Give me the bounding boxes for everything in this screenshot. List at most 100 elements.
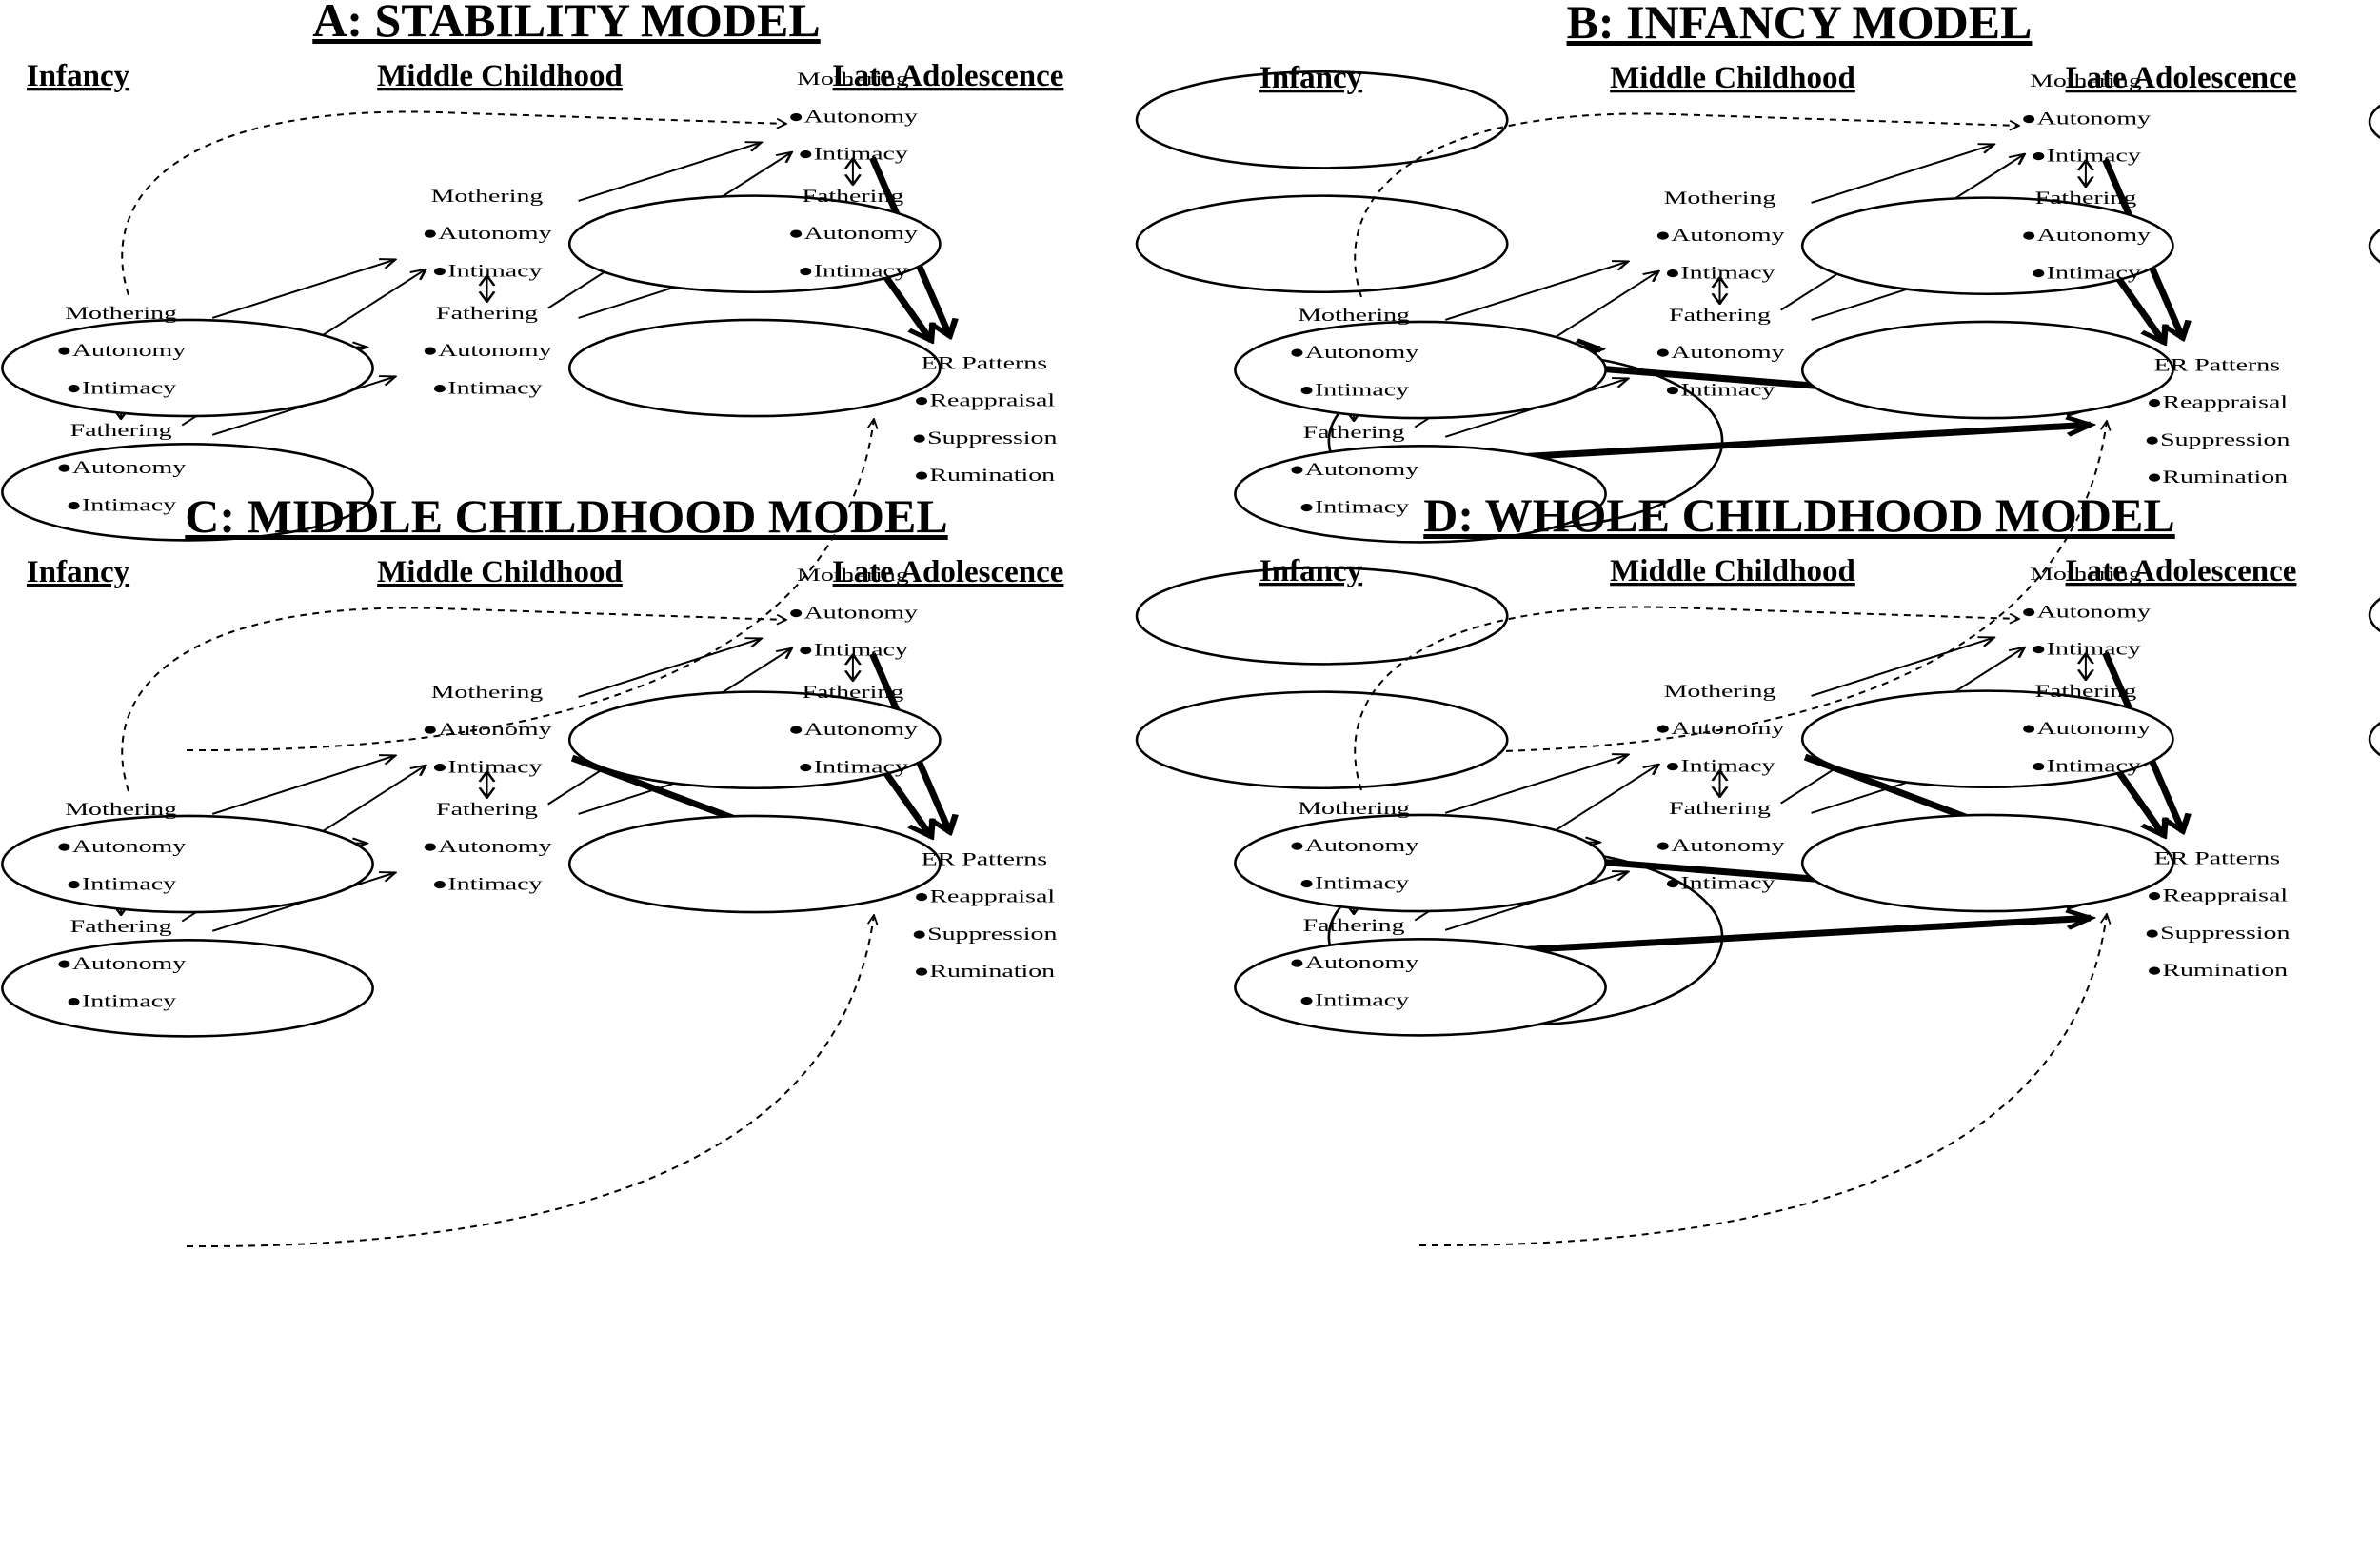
node-label: ●Autonomy	[788, 224, 918, 244]
dashed-path-mothering-stability	[121, 110, 786, 296]
panel-title: D: WHOLE CHILDHOOD MODEL	[1423, 488, 2174, 542]
dashed-path-fathering-stability	[1418, 421, 2107, 754]
node-label: ●Autonomy	[422, 720, 551, 740]
node-ellipse	[2, 320, 372, 416]
node-label: Fathering	[436, 800, 538, 820]
node-label: Mothering	[65, 800, 177, 820]
node-label: ●Rumination	[2147, 961, 2289, 981]
node-mid_mothering: Mothering●Autonomy●Intimacy	[422, 683, 940, 788]
path-inf_mothering-mid_mothering	[1445, 261, 1628, 319]
node-label: ●Autonomy	[1655, 226, 1784, 246]
dashed-path-mothering-stability	[121, 607, 786, 792]
node-label: ●Autonomy	[1289, 460, 1418, 480]
node-ellipse	[1802, 815, 2172, 911]
node-ellipse	[1137, 196, 1507, 292]
node-late_mothering: Mothering●Autonomy●Intimacy	[788, 566, 1507, 664]
bold-path-late_fathering-er	[2116, 276, 2164, 343]
node-label: ●Autonomy	[788, 107, 918, 127]
panel-title: B: INFANCY MODEL	[1567, 0, 2033, 49]
node-label: ●Intimacy	[1299, 497, 1409, 517]
node-label: Fathering	[70, 917, 172, 937]
node-inf_mothering: Mothering●Autonomy●Intimacy	[1235, 799, 1605, 911]
panel-d: D: WHOLE CHILDHOOD MODEL Infancy Middle Ch…	[1235, 488, 2380, 1247]
stage-label-late: Late Adolescence	[833, 555, 1064, 589]
node-ellipse	[1137, 692, 1507, 788]
node-label: ●Autonomy	[2021, 719, 2151, 739]
node-label: Fathering	[1303, 916, 1405, 936]
node-label: ●Intimacy	[2031, 263, 2141, 283]
node-label: ●Rumination	[2147, 468, 2289, 487]
node-label: ●Intimacy	[1299, 990, 1409, 1010]
node-label: ●Intimacy	[2031, 147, 2141, 167]
node-label: Mothering	[797, 70, 909, 90]
node-late_fathering: Fathering●Autonomy●Intimacy	[788, 683, 1507, 788]
node-ellipse	[1235, 815, 1605, 911]
node-label: ●Autonomy	[2021, 226, 2151, 246]
node-label: ●Intimacy	[1665, 263, 1775, 283]
node-label: Mothering	[1298, 306, 1410, 326]
node-ellipse	[1137, 71, 1507, 168]
bold-path-late_fathering-er	[883, 770, 931, 837]
node-label: ●Suppression	[2144, 924, 2290, 944]
node-ellipse	[2, 444, 372, 540]
node-label: ●Intimacy	[1299, 873, 1409, 893]
node-label: ●Intimacy	[1665, 873, 1775, 893]
stage-label-middle: Middle Childhood	[1610, 61, 1855, 95]
node-label: ●Intimacy	[2031, 640, 2141, 660]
node-label: ●Intimacy	[432, 874, 543, 894]
node-late_fathering: Fathering●Autonomy●Intimacy	[2021, 189, 2380, 283]
node-label: ●Intimacy	[798, 145, 908, 165]
node-label: ER Patterns	[2154, 355, 2280, 375]
panel-title: C: MIDDLE CHILDHOOD MODEL	[185, 489, 947, 543]
node-label: ●Intimacy	[1299, 380, 1409, 400]
bold-path-late_fathering-er	[2116, 769, 2164, 836]
node-ellipse	[569, 196, 940, 292]
node-late_fathering: Fathering●Autonomy●Intimacy	[788, 187, 1507, 292]
node-label: ●Suppression	[911, 925, 1057, 945]
stage-label-infancy: Infancy	[1259, 554, 1363, 588]
node-label: ●Reappraisal	[2147, 393, 2289, 413]
node-label: ●Intimacy	[432, 261, 543, 281]
node-inf_fathering: Fathering●Autonomy●Intimacy	[1235, 916, 1605, 1035]
node-label: ●Autonomy	[788, 603, 918, 623]
node-label: ●Intimacy	[2031, 756, 2141, 776]
node-inf_fathering: Fathering●Autonomy●Intimacy	[2, 917, 372, 1036]
node-label: ●Intimacy	[798, 641, 908, 661]
node-ellipse	[1802, 691, 2172, 787]
node-label: Mothering	[1298, 799, 1410, 819]
node-mid_fathering: Fathering●Autonomy●Intimacy	[422, 800, 940, 912]
node-ellipse	[1235, 939, 1605, 1035]
node-ellipse	[569, 692, 940, 788]
node-label: ●Suppression	[2144, 430, 2290, 450]
node-ellipse	[2370, 567, 2380, 663]
node-late_fathering: Fathering●Autonomy●Intimacy	[2021, 682, 2380, 787]
node-inf_mothering: Mothering●Autonomy●Intimacy	[2, 800, 372, 912]
stage-label-middle: Middle Childhood	[1610, 554, 1855, 588]
node-label: ●Autonomy	[422, 224, 551, 244]
stage-label-late: Late Adolescence	[833, 59, 1064, 93]
node-label: ●Intimacy	[432, 378, 543, 398]
node-label: ●Autonomy	[56, 458, 186, 478]
node-label: ●Reappraisal	[914, 391, 1056, 411]
panel-title: A: STABILITY MODEL	[312, 0, 820, 47]
node-ellipse	[569, 816, 940, 912]
stage-label-late: Late Adolescence	[2066, 554, 2297, 588]
node-label: Mothering	[2030, 565, 2142, 585]
node-label: ●Autonomy	[56, 341, 186, 361]
node-label: ●Autonomy	[1289, 343, 1418, 363]
node-ellipse	[1802, 322, 2172, 418]
node-label: Fathering	[1669, 799, 1771, 819]
node-label: ●Intimacy	[1665, 756, 1775, 776]
node-label: ●Autonomy	[1655, 836, 1784, 856]
path-mid_mothering-late_mothering	[1812, 637, 1994, 695]
path-mid_mothering-late_mothering	[579, 142, 762, 200]
node-ellipse	[2370, 691, 2380, 787]
node-label: ●Autonomy	[1655, 343, 1784, 363]
node-label: ●Autonomy	[56, 954, 186, 974]
node-ellipse	[569, 320, 940, 416]
node-ellipse	[1235, 322, 1605, 418]
node-label: ●Rumination	[914, 962, 1056, 982]
node-mid_fathering: Fathering ●Autonomy ●Intimacy	[1655, 799, 2172, 911]
node-label: ER Patterns	[2154, 848, 2280, 868]
stage-label-middle: Middle Childhood	[377, 555, 623, 589]
